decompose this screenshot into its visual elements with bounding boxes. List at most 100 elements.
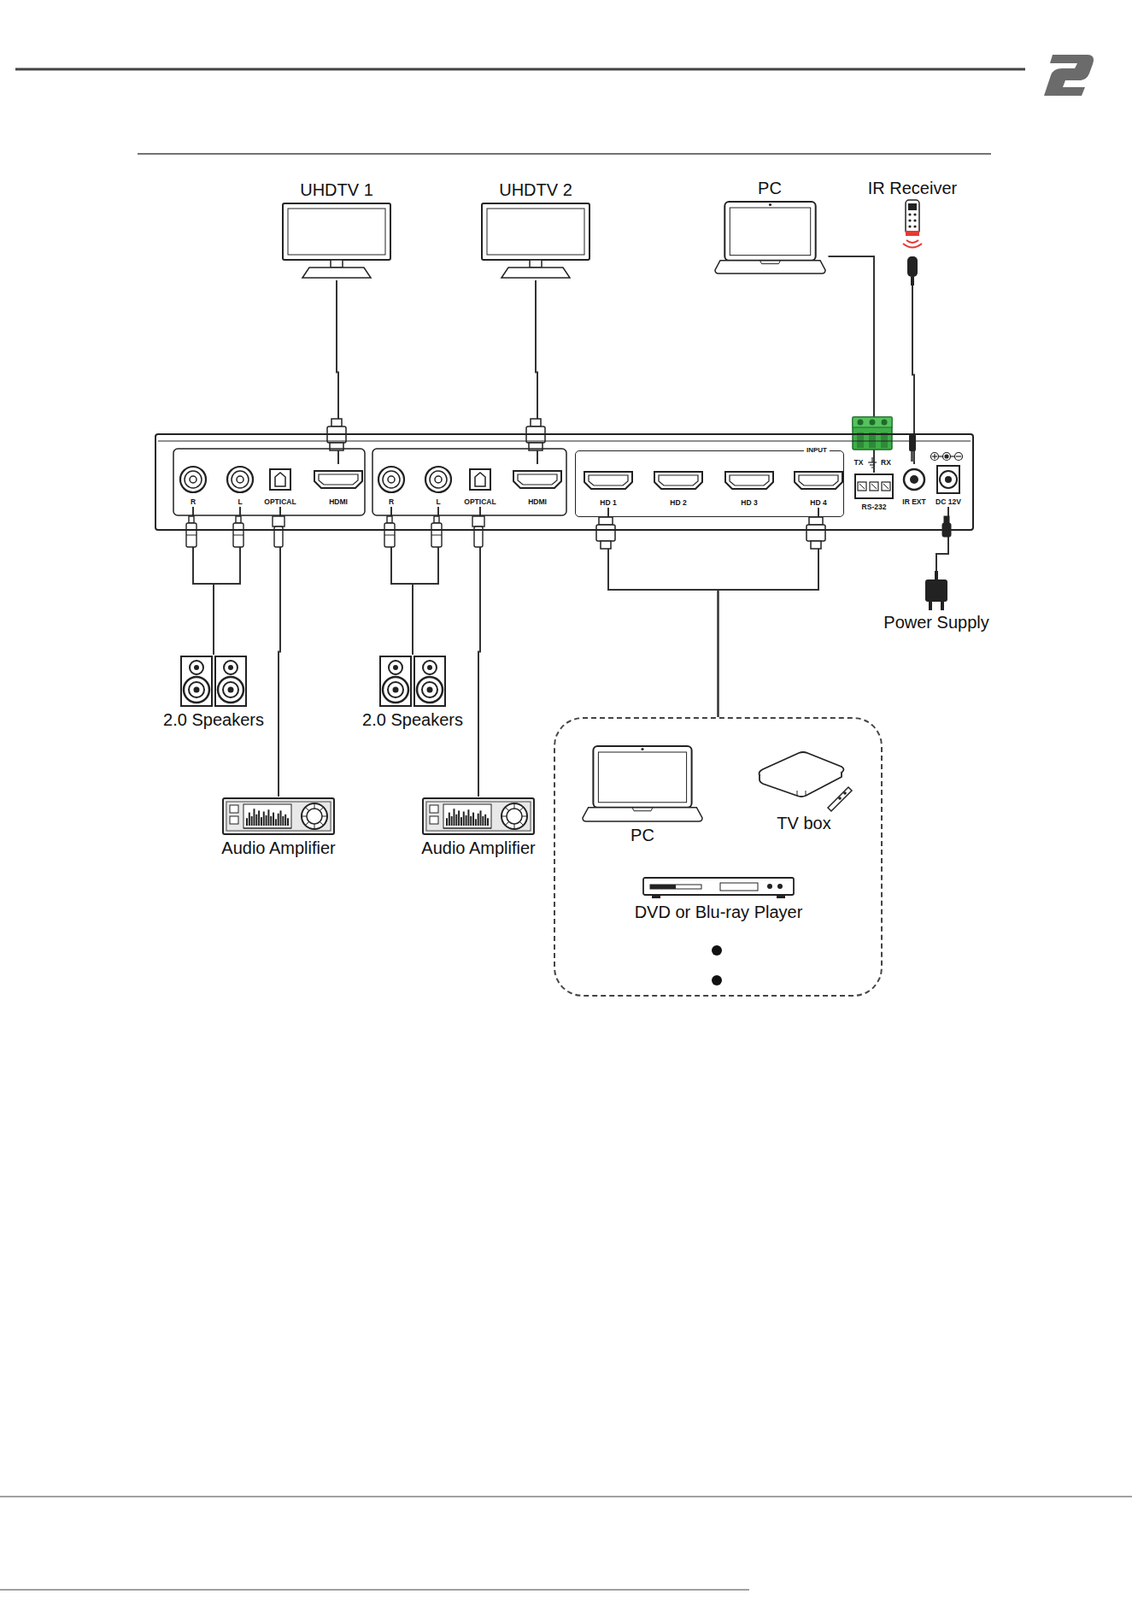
monitor-icon [480,201,592,281]
brand-logo [1044,54,1094,96]
optical-plug [272,516,485,547]
port-label: HDMI [310,497,366,507]
hdmi-icon [792,464,845,496]
port-label: L [421,497,456,507]
port-label: RS-232 [852,502,896,512]
hdmi-port: HDMI [510,463,565,507]
speakers: 2.0 Speakers [360,654,465,732]
rs232-port: RS-232 [852,472,896,512]
port-label: R [374,497,409,507]
port-label: HD 2 [651,498,706,508]
source-group: PC TV boxDVD or Blu-ray Player [553,716,883,997]
rca-icon [224,463,256,495]
port-label: IR EXT [899,497,929,507]
polarity-symbol [931,452,963,461]
adapter-icon [920,570,952,610]
device-label: Audio Amplifier [219,837,338,858]
amp-icon [221,796,336,836]
rca-port: R [175,463,211,507]
hdmi-icon [723,464,775,496]
pin-name: TX [854,457,864,468]
rca-plug [186,516,442,547]
rca-port: L [222,463,258,507]
port-label: OPTICAL [462,497,499,507]
ir-icon [893,199,932,286]
ground-symbol [868,457,877,468]
cable [936,506,949,571]
hdmi-icon [511,463,564,495]
tv-display: UHDTV 2 [478,177,593,281]
jack-icon [901,463,927,495]
port-label: L [222,497,258,507]
header-rule [15,68,1026,71]
panel-outline [154,433,974,531]
monitor-icon [281,201,393,281]
rca-port: L [421,463,456,507]
device-label: Audio Amplifier [419,837,538,858]
rca-icon [177,463,209,495]
more-dot [711,944,722,956]
power-adapter: Power Supply [881,570,992,634]
pin-name: RX [880,457,892,468]
device-label: 2.0 Speakers [360,709,465,730]
cable [718,507,820,717]
device-label: TV box [752,812,856,833]
disc-player: DVD or Blu-ray Player [633,872,805,924]
section-rule [137,152,992,155]
device-label: DVD or Blu-ray Player [633,901,805,922]
tv-display: UHDTV 1 [279,177,394,281]
ir-port: IR EXT [899,463,929,507]
input-panel: HD 1HD 2HD 3HD 4INPUT [574,450,845,517]
device-label: PC [711,177,829,199]
speakers-icon [179,654,248,708]
optical-icon [468,463,493,495]
cable [478,506,481,797]
hdmi-plug [596,516,826,549]
hdmi-port: HDMI [310,463,366,507]
more-dot [711,974,722,986]
speakers: 2.0 Speakers [161,654,266,732]
optical-port: OPTICAL [262,463,299,507]
device-label: 2.0 Speakers [161,709,266,730]
hdmi-icon [582,464,634,496]
ir-plug [909,434,916,462]
hdmi-port: HD 1 [580,464,636,508]
laptop-icon [580,744,704,823]
device-label: IR Receiver [866,177,960,199]
dvd-icon [641,872,796,900]
cable [608,507,719,717]
hdmi-icon [312,463,364,495]
rca-icon [422,463,454,495]
footer-rule [0,1588,750,1590]
port-label: HD 3 [721,498,777,508]
control-pc: PC [711,175,829,276]
hdmi-port: HD 2 [651,464,706,508]
rca-icon [375,463,407,495]
source-pc: PC [579,744,706,847]
ir-receiver: IR Receiver [866,175,960,286]
port-label: HDMI [510,497,565,507]
terminal-icon [854,472,894,500]
panel-heading: INPUT [803,445,830,455]
power-port: DC 12V [933,463,963,507]
dc-plug [942,516,951,537]
tv-box: TV box [752,747,856,835]
optical-port: OPTICAL [462,463,499,507]
speakers-icon [378,654,447,708]
port-label: HD 4 [791,498,846,508]
matrix-switcher: R L OPTICAL HDMI R L OPTICAL HDMI HD 1 HD 2 HD 3 HD… [154,433,974,531]
device-label: PC [579,824,706,845]
device-label: UHDTV 2 [478,179,593,200]
hdmi-port: HD 4 [791,464,846,508]
port-label: DC 12V [933,497,963,507]
audio-amplifier: Audio Amplifier [219,796,338,860]
device-label: UHDTV 1 [279,179,394,200]
laptop-icon [713,199,828,276]
footer-rule [0,1495,1132,1496]
device-label: Power Supply [881,611,992,633]
cable [278,506,281,797]
rca-port: R [374,463,409,507]
optical-icon [268,463,293,495]
port-label: R [175,497,211,507]
